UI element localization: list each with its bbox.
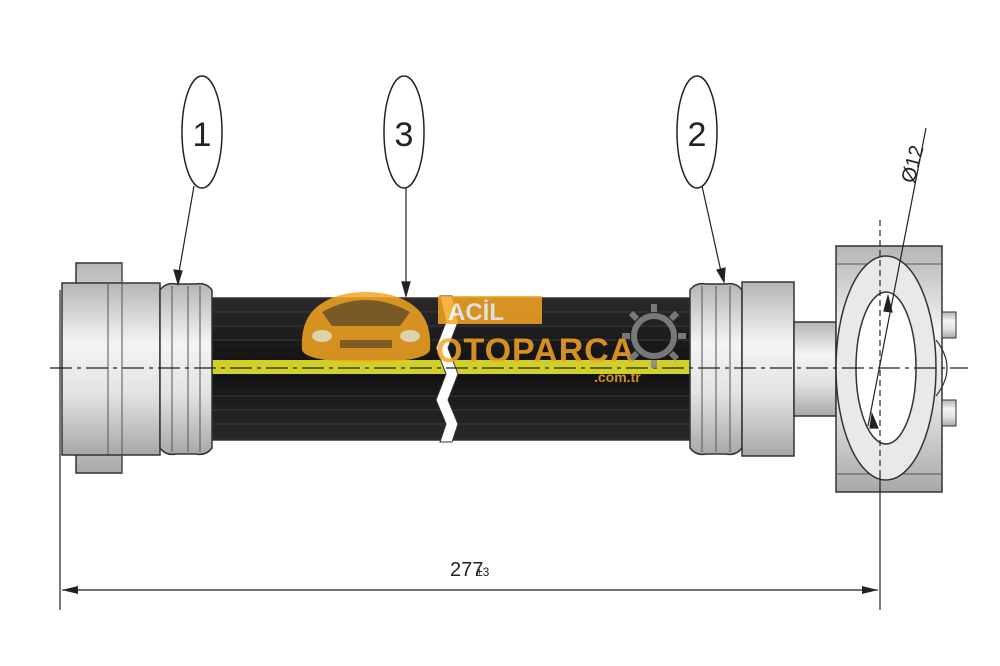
right-fitting: [689, 281, 837, 457]
watermark-line3: .com.tr: [594, 369, 641, 385]
length-tolerance: ±3: [476, 565, 490, 579]
leader-lines: [173, 127, 927, 429]
length-dimension: [59, 220, 881, 610]
diameter-label: Ø12: [898, 143, 929, 185]
car-logo-icon: [301, 292, 431, 362]
callout-2-label: 2: [688, 116, 707, 154]
watermark-line2: OTOPARCA: [436, 332, 635, 370]
length-value: 277: [450, 559, 483, 581]
callout-1: 1: [181, 75, 223, 189]
callout-3: 3: [383, 75, 425, 189]
watermark: ACİL OTOPARCA .com.tr: [301, 292, 686, 385]
callout-2: 2: [676, 75, 718, 189]
watermark-line1: ACİL: [448, 299, 504, 326]
watermark-badge: [438, 296, 542, 324]
callout-3-label: 3: [395, 116, 414, 154]
gear-icon: [622, 304, 686, 368]
callout-1-label: 1: [193, 116, 212, 154]
